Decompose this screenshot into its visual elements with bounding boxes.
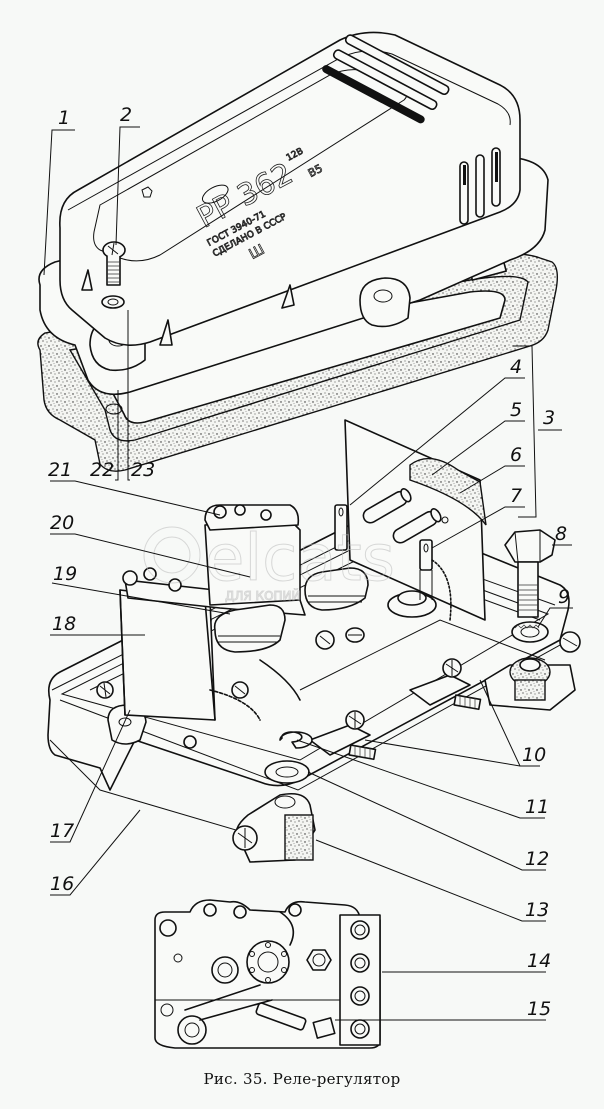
callout-23: 23 [131,459,155,481]
callout-12: 12 [525,848,549,870]
callout-22: 22 [90,459,114,481]
resistor-plate [344,419,487,621]
callout-3: 3 [543,407,555,429]
figure-caption: Рис. 35. Реле-регулятор [203,1070,401,1088]
callout-10: 10 [522,744,546,766]
mounting-bolt [504,529,556,618]
factory-emblem-icon [141,186,153,198]
washers-and-bracket [232,731,316,863]
terminal-right [484,621,581,711]
callout-labels: 1 2 3 4 5 6 7 8 9 10 11 12 13 14 15 16 1… [48,104,570,1020]
leader-lines [43,126,573,1021]
callout-8: 8 [555,523,567,545]
cover-gasket [37,253,559,472]
watermark: elcats ДЛЯ КОПИЙ [143,522,396,604]
callout-16: 16 [50,873,74,895]
watermark-subtext: ДЛЯ КОПИЙ [225,588,301,603]
terminal-clamps [309,658,482,761]
callout-20: 20 [50,512,74,534]
callout-13: 13 [525,899,549,921]
callout-17: 17 [50,820,74,842]
callout-19: 19 [53,563,77,585]
callout-9: 9 [558,586,570,608]
relay-cover: РР 362 ГОСТ 3940-71 СДЕЛАНО В СССР 12В В… [38,31,549,396]
cover-screw [101,241,126,309]
callout-15: 15 [527,998,551,1020]
callout-21: 21 [48,459,72,481]
nameplate-mark: Ш [247,242,268,263]
cover-screw-washer [101,295,125,309]
callout-4: 4 [510,356,522,378]
base-plate-bottom-view [154,899,381,1049]
callout-6: 6 [510,444,522,466]
callout-5: 5 [510,399,522,421]
watermark-text: elcats [205,522,395,596]
callout-14: 14 [527,950,551,972]
callout-1: 1 [58,107,70,129]
callout-18: 18 [52,613,76,635]
factory-logo-icon [201,184,229,204]
callout-11: 11 [525,796,549,818]
callout-7: 7 [510,485,522,507]
callout-2: 2 [120,104,132,126]
relay-assembly [96,504,369,749]
